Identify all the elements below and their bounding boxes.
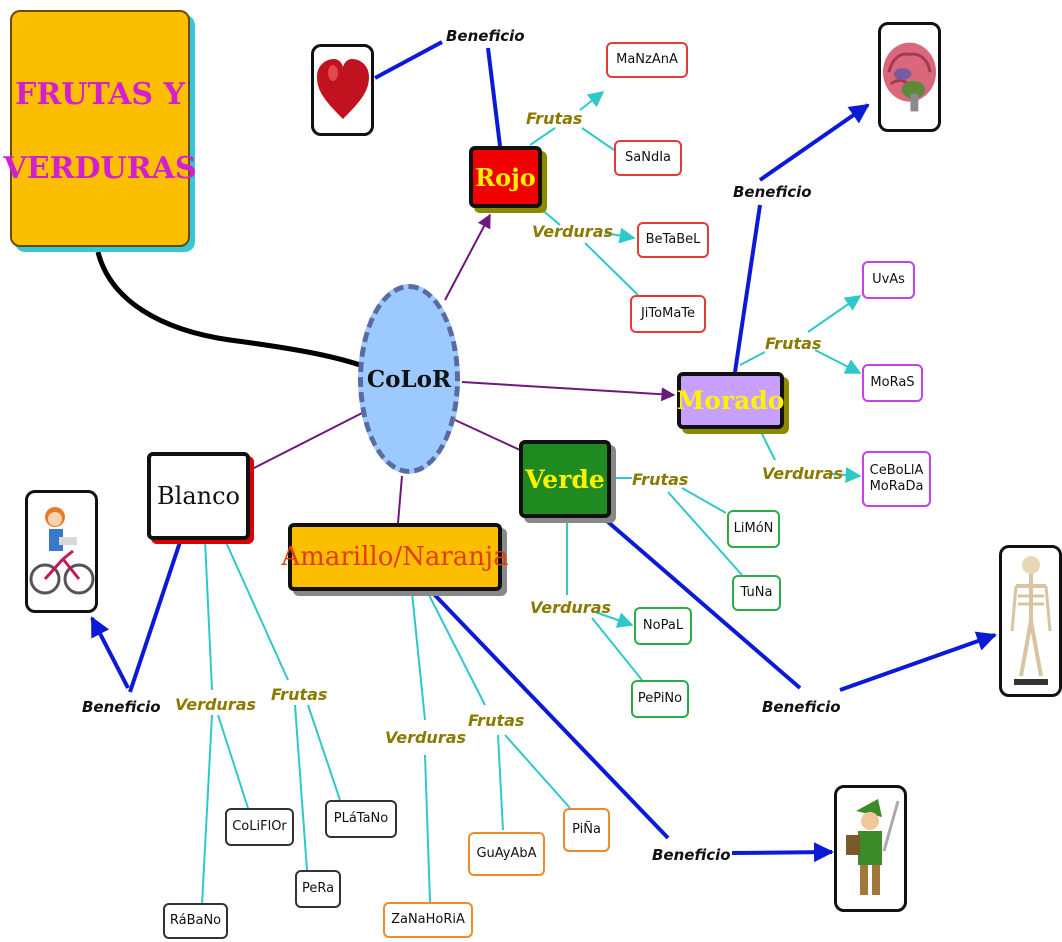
title-link xyxy=(95,251,361,368)
warrior-icon xyxy=(834,785,907,912)
beneficio-rojo-line-b xyxy=(374,40,443,80)
item-zanahoria: ZaNaHoRiA xyxy=(383,902,473,938)
beneficio-rojo-line-a xyxy=(486,47,502,147)
category-blanco: Blanco xyxy=(147,452,250,540)
category-rojo: Rojo xyxy=(469,146,542,208)
brain-icon xyxy=(878,22,941,132)
label-morado-verduras: Verduras xyxy=(762,464,844,483)
label-verde-frutas: Frutas xyxy=(632,470,689,489)
item-limon: LiMóN xyxy=(727,510,780,548)
beneficio-amarillo-line-b xyxy=(731,842,834,863)
center-node: CoLoR xyxy=(358,284,460,474)
item-pepino: PePiNo xyxy=(631,680,689,718)
brain-icon-graphic xyxy=(882,42,937,112)
skeleton-icon-graphic xyxy=(1010,556,1051,685)
item-betabel: BeTaBeL xyxy=(637,222,709,258)
item-moras: MoRaS xyxy=(862,364,923,402)
label-beneficio-rojo: Beneficio xyxy=(446,27,525,45)
item-platano: PLáTaNo xyxy=(325,800,397,838)
beneficio-blanco-line-a xyxy=(128,541,182,693)
label-blanco-frutas: Frutas xyxy=(271,685,328,704)
bicycle-girl-icon-graphic xyxy=(29,506,94,594)
label-blanco-verduras: Verduras xyxy=(175,695,257,714)
label-verde-verduras: Verduras xyxy=(530,598,612,617)
beneficio-morado-line-b xyxy=(758,103,870,182)
beneficio-blanco-line-b xyxy=(90,616,130,689)
title-line-2: VERDURAS xyxy=(3,150,197,186)
label-amarillo-verduras: Verduras xyxy=(385,728,467,747)
category-amarillo: Amarillo/Naranja xyxy=(281,523,509,591)
title-line-1: FRUTAS Y xyxy=(15,76,185,112)
skeleton-icon xyxy=(999,545,1062,697)
label-morado-frutas: Frutas xyxy=(765,334,822,353)
label-beneficio-amarillo: Beneficio xyxy=(652,846,731,864)
heart-icon-graphic xyxy=(316,59,369,119)
link-center-verde xyxy=(454,419,521,451)
link-center-amarillo xyxy=(397,475,403,524)
item-uvas: UvAs xyxy=(862,261,915,299)
beneficio-amarillo-line-a xyxy=(428,588,670,840)
title-box: FRUTAS Y VERDURAS xyxy=(3,10,197,247)
bicycle-girl-icon xyxy=(25,490,98,613)
item-jitomate: JiToMaTe xyxy=(630,295,706,333)
label-amarillo-frutas: Frutas xyxy=(468,711,525,730)
item-coliflor: CoLiFlOr xyxy=(225,808,294,846)
label-rojo-frutas: Frutas xyxy=(526,109,583,128)
warrior-icon-graphic xyxy=(845,798,899,895)
beneficio-verde-line-b xyxy=(839,631,997,692)
item-manzana: MaNzAnA xyxy=(606,42,688,78)
item-sandia: SaNdIa xyxy=(614,140,682,176)
beneficio-verde-line-a xyxy=(598,513,802,690)
label-beneficio-morado: Beneficio xyxy=(733,183,812,201)
heart-icon xyxy=(311,44,374,136)
category-morado: Morado xyxy=(677,372,784,429)
item-pina: PiÑa xyxy=(563,808,610,852)
item-nopal: NoPaL xyxy=(634,607,692,645)
item-pera: PeRa xyxy=(295,870,341,908)
link-center-morado xyxy=(461,381,676,402)
beneficio-morado-line-a xyxy=(733,204,762,373)
item-tuna: TuNa xyxy=(732,575,781,611)
link-center-rojo xyxy=(444,213,491,301)
category-verde: Verde xyxy=(519,440,611,518)
label-beneficio-verde: Beneficio xyxy=(762,698,841,716)
item-rabano: RáBaNo xyxy=(163,903,228,939)
link-center-blanco xyxy=(249,409,369,471)
item-guayaba: GuAyAbA xyxy=(468,832,545,876)
label-rojo-verduras: Verduras xyxy=(532,222,614,241)
label-beneficio-blanco: Beneficio xyxy=(82,698,161,716)
item-cebolla-morada: CeBoLlA MoRaDa xyxy=(862,451,931,507)
